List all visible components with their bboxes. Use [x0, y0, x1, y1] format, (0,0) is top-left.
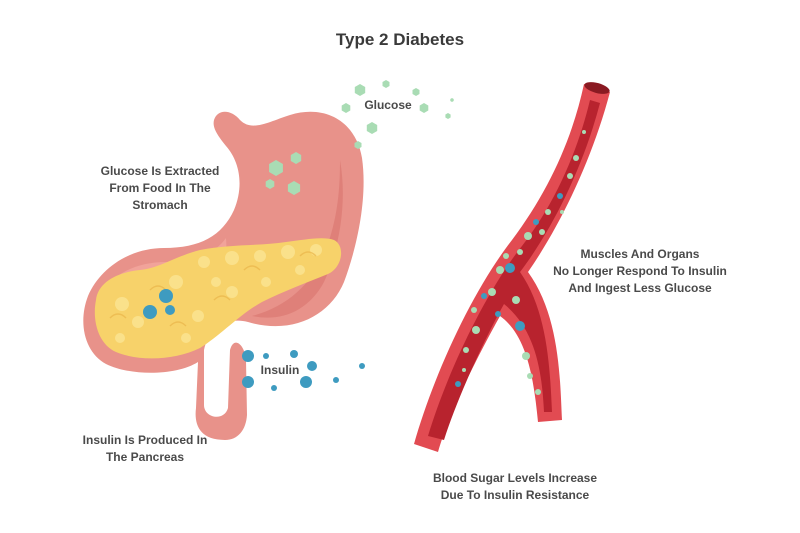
glucose-hexagon-icon: [354, 84, 366, 96]
glucose-hexagon-icon: [354, 141, 362, 149]
vessel-particle-dot: [533, 219, 539, 225]
insulin-dot-icon: [307, 361, 317, 371]
stomach-caption-line: Stromach: [132, 198, 188, 212]
muscles-caption-line: And Ingest Less Glucose: [568, 281, 712, 295]
vessel-particle-dot: [539, 229, 545, 235]
page-title: Type 2 Diabetes: [335, 30, 465, 49]
vessel-particle-dot: [535, 389, 541, 395]
pancreas-caption-line: Insulin Is Produced In: [82, 433, 208, 447]
muscles-caption-line: No Longer Respond To Insulin: [553, 264, 727, 278]
pancreas-caption: Insulin Is Produced In The Pancreas: [60, 432, 230, 466]
vessel-particle-dot: [471, 307, 477, 313]
glucose-hexagon-icon: [450, 98, 454, 102]
stomach-shadow: [252, 160, 343, 318]
blood-caption-line: Blood Sugar Levels Increase: [432, 471, 598, 485]
insulin-dot-icon: [333, 377, 339, 383]
stomach-caption: Glucose Is Extracted From Food In The St…: [70, 163, 250, 214]
glucose-hexagon-icon: [265, 179, 275, 189]
vessel-particle-dot: [496, 266, 504, 274]
glucose-hexagon-icon: [287, 181, 301, 195]
vessel-particle-dot: [560, 210, 564, 214]
vessel-particle-dot: [472, 326, 480, 334]
insulin-dot-icon: [263, 353, 269, 359]
glucose-hexagon-icon: [269, 160, 283, 176]
vessel-particle-dot: [515, 321, 525, 331]
insulin-dot-icon: [359, 363, 365, 369]
vessel-particle-dot: [488, 288, 496, 296]
vessel-particle-dot: [495, 311, 501, 317]
stomach-caption-line: Glucose Is Extracted: [100, 164, 220, 178]
vessel-particle-dot: [505, 263, 515, 273]
insulin-particle-group: [143, 289, 365, 391]
insulin-dot-icon: [290, 350, 298, 358]
vessel-particle-dot: [481, 293, 487, 299]
insulin-dot-icon: [271, 385, 277, 391]
pancreas-illustration: [94, 238, 342, 359]
glucose-hexagon-icon: [412, 88, 420, 96]
vessel-particle-dot: [512, 296, 520, 304]
pancreas-body: [94, 238, 342, 359]
vessel-particle-dot: [573, 155, 579, 161]
glucose-hexagon-icon: [382, 80, 390, 88]
vessel-particle-dot: [503, 253, 509, 259]
insulin-tag: Insulin: [260, 363, 300, 377]
vessel-particle-dot: [545, 209, 551, 215]
glucose-hexagon-icon: [341, 103, 351, 113]
vessel-particle-dot: [517, 249, 523, 255]
insulin-dot-icon: [242, 376, 254, 388]
blood-caption: Blood Sugar Levels Increase Due To Insul…: [400, 470, 630, 504]
vessel-particle-dot: [567, 173, 573, 179]
vessel-particle-dot: [462, 368, 466, 372]
vessel-particle-dot: [582, 130, 586, 134]
muscles-caption: Muscles And Organs No Longer Respond To …: [530, 246, 750, 297]
glucose-hexagon-icon: [366, 122, 378, 134]
glucose-hexagon-icon: [419, 103, 429, 113]
pancreas-outline-blobs: [109, 251, 317, 327]
glucose-hexagon-icon: [445, 113, 451, 119]
vessel-particle-dot: [463, 347, 469, 353]
insulin-dot-icon: [165, 305, 175, 315]
glucose-tag: Glucose: [364, 98, 412, 112]
insulin-dot-icon: [242, 350, 254, 362]
vessel-particle-dot: [522, 352, 530, 360]
vessel-particle-dot: [455, 381, 461, 387]
vessel-particle-dot: [527, 373, 533, 379]
blood-caption-line: Due To Insulin Resistance: [440, 488, 590, 502]
insulin-dot-icon: [300, 376, 312, 388]
vessel-particle-group: [455, 130, 586, 395]
insulin-dot-icon: [159, 289, 173, 303]
stomach-caption-line: From Food In The: [109, 181, 211, 195]
vessel-opening: [584, 82, 610, 94]
pancreas-caption-line: The Pancreas: [105, 450, 185, 464]
glucose-particle-group: [265, 80, 454, 195]
vessel-particle-dot: [557, 193, 563, 199]
glucose-hexagon-icon: [290, 152, 302, 164]
insulin-dot-icon: [143, 305, 157, 319]
muscles-caption-line: Muscles And Organs: [580, 247, 700, 261]
pancreas-texture: [115, 244, 322, 343]
vessel-particle-dot: [524, 232, 532, 240]
